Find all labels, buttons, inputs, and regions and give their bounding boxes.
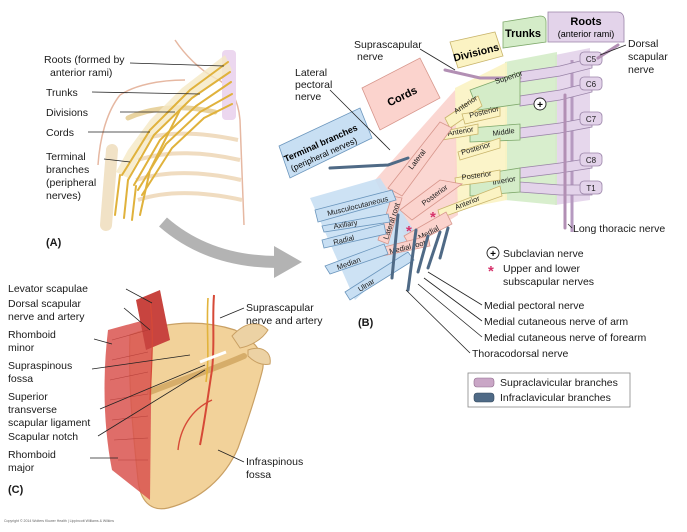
key-plus-glyph: + [490,249,496,260]
callout-med-cut-forearm: Medial cutaneous nerve of forearm [484,332,647,344]
panel-a: Roots (formed by anterior rami) Trunks D… [44,39,245,249]
label-cords: Cords [46,127,74,139]
header-divisions: Divisions [449,31,504,69]
callout-dorsal-3: nerve [628,64,654,76]
callout-dorsal-1: Dorsal [628,38,658,50]
callout-thoracodorsal: Thoracodorsal nerve [472,348,568,360]
header-roots: Roots (anterior rami) [547,11,625,43]
copyright-notice: Copyright © 2014 Wolters Kluwer Health |… [4,519,114,523]
key-star-glyph: * [488,263,494,280]
header-roots-subtitle: (anterior rami) [558,29,615,39]
label-supraspinous-1: Supraspinous [8,360,72,372]
transition-arrow [159,217,302,278]
label-levator-scapulae: Levator scapulae [8,283,88,295]
label-scapular-notch: Scapular notch [8,431,78,443]
label-rhomboid-major-2: major [8,462,35,474]
callout-suprascapular-1: Suprascapular [354,39,422,51]
label-rhomboid-minor-2: minor [8,342,35,354]
panel-a-leaders [88,62,225,163]
legend-label-infraclavicular: Infraclavicular branches [500,392,611,404]
label-stsl-2: transverse [8,404,57,416]
legend-swatch-infraclavicular [473,392,495,403]
trunk-middle: Middle [492,126,515,138]
root-c5: C5 [586,55,597,64]
division-posterior-3: Posterior [461,169,492,182]
label-terminal-line4: nerves) [46,190,81,202]
label-divisions: Divisions [46,107,88,119]
callout-lateral-pectoral-2: pectoral [295,79,332,91]
panel-c-leaders [90,288,245,463]
infraclavicular-nerves [328,156,450,292]
header-cords: Cords [361,57,441,131]
callout-med-cut-arm: Medial cutaneous nerve of arm [484,316,628,328]
branch-legend: Supraclavicular branches Infraclavicular… [467,372,631,408]
callout-long-thoracic: Long thoracic nerve [573,223,665,235]
legend-label-supraclavicular: Supraclavicular branches [500,377,618,389]
panel-c: Levator scapulae Dorsal scapular nerve a… [8,283,323,510]
division-segments [437,95,503,219]
subclavian-marker-glyph: + [537,100,543,111]
label-dorsal-scapular-1: Dorsal scapular [8,298,81,310]
label-stsl-1: Superior [8,391,48,403]
label-terminal-line3: (peripheral [46,177,96,189]
key-subscap-label-2: subscapular nerves [503,276,594,288]
symbol-key: + Subclavian nerve * Upper and lower sub… [486,246,594,288]
header-roots-title: Roots [570,16,601,28]
root-t1: T1 [586,184,596,193]
panel-a-letter: (A) [46,237,62,249]
plexus-nerve-bundle [114,61,233,221]
subscapular-markers: * * [406,209,436,240]
label-stsl-3: scapular ligament [8,417,90,429]
label-rhomboid-major-1: Rhomboid [8,449,56,461]
root-labels: C5 C6 C7 C8 T1 [579,51,603,195]
header-trunks: Trunks [502,15,547,49]
label-rhomboid-minor-1: Rhomboid [8,329,56,341]
torso-sketch [97,39,245,231]
panel-c-letter: (C) [8,484,24,496]
star-marker-2: * [430,209,436,226]
star-marker-1: * [406,223,412,240]
legend-swatch-supraclavicular [473,377,495,388]
callout-medial-pectoral: Medial pectoral nerve [484,300,585,312]
panel-b: Roots (anterior rami) Trunks Divisions C… [278,11,668,408]
label-trunks: Trunks [46,87,78,99]
callout-lateral-pectoral-3: nerve [295,91,321,103]
label-suprascapular-1: Suprascapular [246,302,314,314]
root-c7: C7 [586,115,597,124]
branch-axillary: Axillary [333,218,359,231]
label-terminal-line2: branches [46,164,89,176]
label-suprascapular-2: nerve and artery [246,315,323,327]
panel-b-letter: (B) [358,317,374,329]
header-trunks-title: Trunks [505,28,541,40]
key-subscap-label-1: Upper and lower [503,263,581,275]
terminal-branch-shapes [314,189,415,301]
root-c6: C6 [586,80,597,89]
key-subclavian-label: Subclavian nerve [503,248,584,260]
scapula-illustration [104,290,271,510]
callout-dorsal-2: scapular [628,51,668,63]
label-roots-line1: Roots (formed by [44,54,125,66]
label-roots-line2: anterior rami) [50,67,112,79]
label-dorsal-scapular-2: nerve and artery [8,311,85,323]
label-supraspinous-2: fossa [8,373,33,385]
root-c8: C8 [586,156,597,165]
label-infraspinous-1: Infraspinous [246,456,303,468]
header-terminal: Terminal branches (peripheral nerves) [278,107,373,179]
label-infraspinous-2: fossa [246,469,271,481]
callout-lateral-pectoral-1: Lateral [295,67,327,79]
label-terminal-line1: Terminal [46,151,86,163]
callout-suprascapular-2: nerve [357,51,383,63]
panel-b-leaders [329,44,627,354]
subclavian-marker: + [533,97,547,111]
